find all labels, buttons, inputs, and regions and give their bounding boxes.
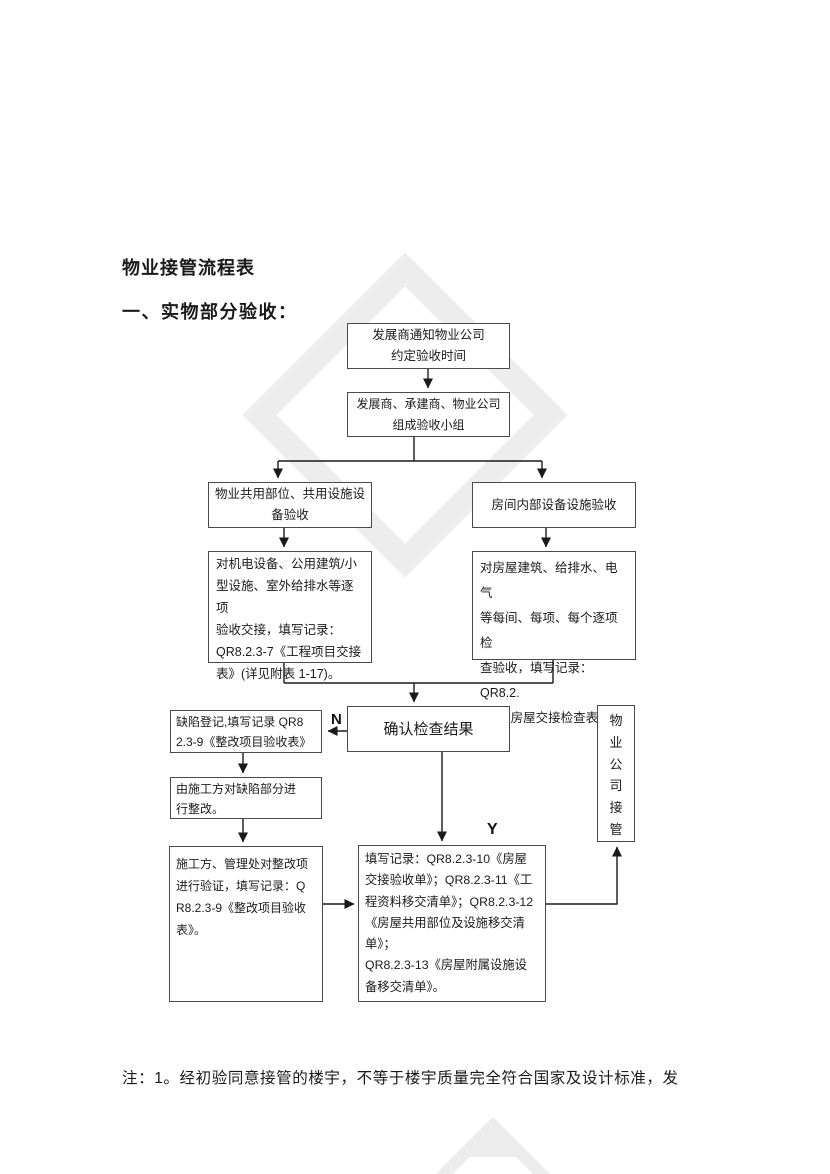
page-title: 物业接管流程表	[122, 258, 255, 278]
flow-node-takeover: 物 业 公 司 接 管	[597, 705, 635, 842]
flow-node-form-team: 发展商、承建商、物业公司 组成验收小组	[347, 392, 510, 437]
watermark-logo-triangle	[459, 1129, 517, 1157]
flow-node-fill-records: 填写记录：QR8.2.3-10《房屋 交接验收单》；QR8.2.3-11《工 程…	[358, 845, 546, 1002]
flow-node-room-internal-detail: 对房屋建筑、给排水、电气 等每间、每项、每个逐项检 查验收，填写记录：QR8.2…	[472, 551, 636, 725]
flow-node-common-parts-detail: 对机电设备、公用建筑/小 型设施、室外给排水等逐项 验收交接，填写记录： QR8…	[208, 551, 372, 681]
flow-node-contractor-rectify: 由施工方对缺陷部分进 行整改。	[170, 777, 322, 819]
flow-node-confirm-result: 确认检查结果	[347, 706, 510, 752]
branch-label-no: N	[331, 711, 342, 728]
footnote: 注：1。经初验同意接管的楼宇，不等于楼宇质量完全符合国家及设计标准，发	[122, 1070, 679, 1087]
flow-node-common-parts-acceptance: 物业共用部位、共用设施设 备验收	[208, 482, 372, 528]
flow-node-notify-time: 发展商通知物业公司 约定验收时间	[347, 323, 510, 369]
branch-label-yes: Y	[487, 821, 498, 838]
flow-node-room-internal-acceptance: 房间内部设备设施验收	[472, 482, 636, 528]
flow-node-defect-register: 缺陷登记,填写记录 QR8 2.3-9《整改项目验收表》	[170, 710, 322, 753]
flow-node-verify-rectification: 施工方、管理处对整改项 进行验证，填写记录：Q R8.2.3-9《整改项目验收 …	[169, 846, 323, 1002]
section-heading: 一、实物部分验收：	[122, 302, 298, 322]
